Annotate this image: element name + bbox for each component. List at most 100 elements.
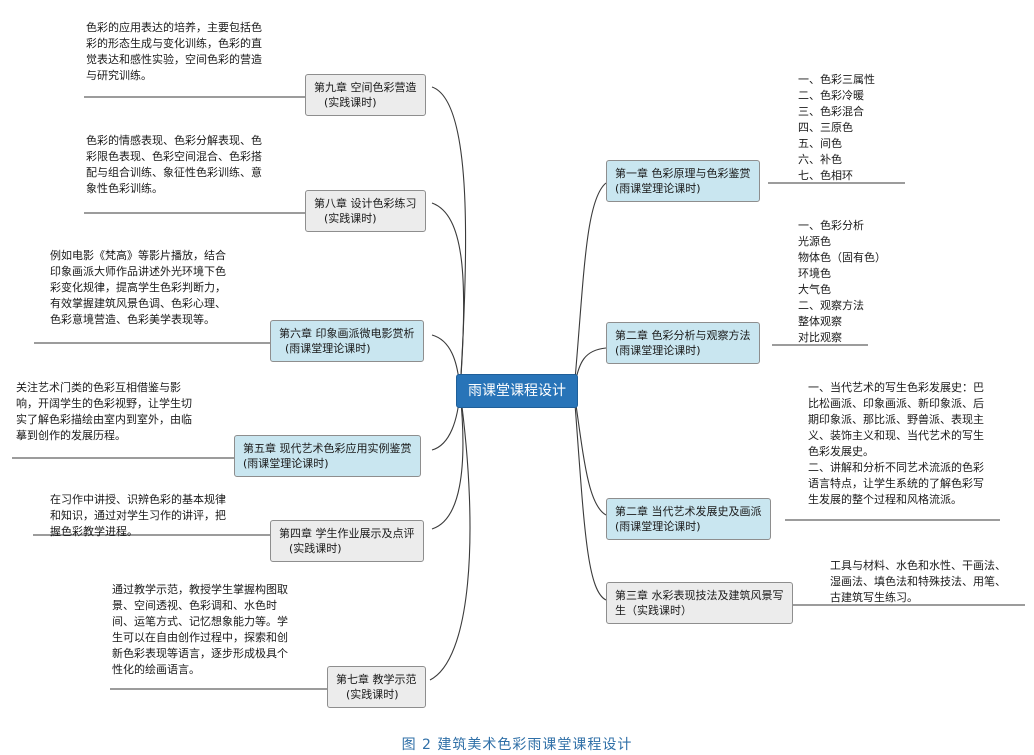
note-line: 七、色相环	[798, 169, 853, 182]
note-line: 彩的形态生成与变化训练，色彩的直	[86, 37, 262, 50]
note-line: 一、色彩分析	[798, 219, 864, 232]
note-line: 响，开阔学生的色彩视野，让学生切	[16, 397, 192, 410]
chapter-5-note: 关注艺术门类的色彩互相借鉴与影 响，开阔学生的色彩视野，让学生切 实了解色彩描绘…	[16, 380, 192, 444]
chapter-2b-note: 一、当代艺术的写生色彩发展史：巴 比松画派、印象画派、新印象派、后 期印象派、那…	[808, 380, 984, 508]
chapter-1-note: 一、色彩三属性 二、色彩冷暖 三、色彩混合 四、三原色 五、间色 六、补色 七、…	[798, 72, 875, 184]
note-line: 对比观察	[798, 331, 842, 344]
note-line: 大气色	[798, 283, 831, 296]
note-line: 色彩意境营造、色彩美学表现等。	[50, 313, 215, 326]
chapter-1-type: (雨课堂理论课时)	[615, 182, 701, 195]
note-line: 湿画法、填色法和特殊技法、用笔、	[830, 575, 1006, 588]
figure-caption: 图 2 建筑美术色彩雨课堂课程设计	[401, 737, 633, 753]
note-line: 象性色彩训练。	[86, 182, 163, 195]
link-ch2b	[573, 390, 607, 516]
chapter-6-note: 例如电影《梵高》等影片播放，结合 印象画派大师作品讲述外光环境下色 彩变化规律，…	[50, 248, 226, 328]
note-line: 色彩发展史。	[808, 445, 874, 458]
chapter-4-node[interactable]: 第四章 学生作业展示及点评 (实践课时)	[270, 520, 424, 562]
note-line: 色彩的应用表达的培养，主要包括色	[86, 21, 262, 34]
note-line: 彩变化规律，提高学生色彩判断力，	[50, 281, 226, 294]
link-ch7	[429, 390, 471, 681]
note-line: 二、色彩冷暖	[798, 89, 864, 102]
note-line: 觉表达和感性实验，空间色彩的营造	[86, 53, 262, 66]
note-line: 印象画派大师作品讲述外光环境下色	[50, 265, 226, 278]
chapter-1-title: 第一章 色彩原理与色彩鉴赏	[615, 167, 751, 180]
chapter-6-type: (雨课堂理论课时)	[285, 342, 371, 355]
note-line: 摹到创作的发展历程。	[16, 429, 126, 442]
note-line: 光源色	[798, 235, 831, 248]
note-line: 例如电影《梵高》等影片播放，结合	[50, 249, 226, 262]
chapter-9-note: 色彩的应用表达的培养，主要包括色 彩的形态生成与变化训练，色彩的直 觉表达和感性…	[86, 20, 262, 84]
chapter-2a-note: 一、色彩分析 光源色 物体色（固有色） 环境色 大气色 二、观察方法 整体观察 …	[798, 218, 886, 346]
chapter-7-type: (实践课时)	[346, 688, 399, 701]
note-line: 色彩的情感表现、色彩分解表现、色	[86, 134, 262, 147]
chapter-5-title: 第五章 现代艺术色彩应用实例鉴赏	[243, 442, 412, 455]
note-line: 间、运笔方式、记忆想象能力等。学	[112, 615, 288, 628]
chapter-4-type: (实践课时)	[289, 542, 342, 555]
chapter-9-title: 第九章 空间色彩营造	[314, 81, 417, 94]
note-line: 和知识，通过对学生习作的讲评，把	[50, 509, 226, 522]
chapter-1-node[interactable]: 第一章 色彩原理与色彩鉴赏 (雨课堂理论课时)	[606, 160, 760, 202]
chapter-8-title: 第八章 设计色彩练习	[314, 197, 417, 210]
note-line: 彩限色表现、色彩空间混合、色彩搭	[86, 150, 262, 163]
chapter-8-type: (实践课时)	[324, 212, 377, 225]
note-line: 一、色彩三属性	[798, 73, 875, 86]
note-line: 新色彩表现等语言，逐步形成极具个	[112, 647, 288, 660]
note-line: 环境色	[798, 267, 831, 280]
link-ch4	[431, 390, 464, 530]
note-line: 通过教学示范，教授学生掌握构图取	[112, 583, 288, 596]
chapter-4-note: 在习作中讲授、识辨色彩的基本规律 和知识，通过对学生习作的讲评，把 握色彩教学进…	[50, 492, 226, 540]
chapter-2a-node[interactable]: 第二章 色彩分析与观察方法 (雨课堂理论课时)	[606, 322, 760, 364]
chapter-2b-title: 第二章 当代艺术发展史及画派	[615, 505, 762, 518]
note-line: 工具与材料、水色和水性、干画法、	[830, 559, 1006, 572]
note-line: 配与组合训练、象征性色彩训练、意	[86, 166, 262, 179]
link-ch8	[431, 202, 465, 392]
link-ch1	[573, 182, 607, 392]
note-line: 古建筑写生练习。	[830, 591, 918, 604]
chapter-4-title: 第四章 学生作业展示及点评	[279, 527, 415, 540]
chapter-3-type: 生（实践课时）	[615, 604, 692, 617]
root-node[interactable]: 雨课堂课程设计	[456, 374, 578, 408]
chapter-2a-type: (雨课堂理论课时)	[615, 344, 701, 357]
note-line: 六、补色	[798, 153, 842, 166]
note-line: 实了解色彩描绘由室内到室外，由临	[16, 413, 192, 426]
note-line: 四、三原色	[798, 121, 853, 134]
note-line: 物体色（固有色）	[798, 251, 886, 264]
chapter-3-node[interactable]: 第三章 水彩表现技法及建筑风景写 生（实践课时）	[606, 582, 793, 624]
note-line: 二、观察方法	[798, 299, 864, 312]
chapter-2a-title: 第二章 色彩分析与观察方法	[615, 329, 751, 342]
note-line: 与研究训练。	[86, 69, 152, 82]
chapter-7-note: 通过教学示范，教授学生掌握构图取 景、空间透视、色彩调和、水色时 间、运笔方式、…	[112, 582, 288, 678]
note-line: 语言特点，让学生系统的了解色彩写	[808, 477, 984, 490]
chapter-8-node[interactable]: 第八章 设计色彩练习 (实践课时)	[305, 190, 426, 232]
chapter-6-node[interactable]: 第六章 印象画派微电影赏析 (雨课堂理论课时)	[270, 320, 424, 362]
note-line: 握色彩教学进程。	[50, 525, 138, 538]
chapter-5-node[interactable]: 第五章 现代艺术色彩应用实例鉴赏 (雨课堂理论课时)	[234, 435, 421, 477]
note-line: 义、装饰主义和现、当代艺术的写生	[808, 429, 984, 442]
note-line: 一、当代艺术的写生色彩发展史：巴	[808, 381, 984, 394]
note-line: 在习作中讲授、识辨色彩的基本规律	[50, 493, 226, 506]
note-line: 景、空间透视、色彩调和、水色时	[112, 599, 277, 612]
chapter-7-title: 第七章 教学示范	[336, 673, 417, 686]
note-line: 生可以在自由创作过程中，探索和创	[112, 631, 288, 644]
note-line: 关注艺术门类的色彩互相借鉴与影	[16, 381, 181, 394]
link-ch2a	[573, 347, 607, 392]
note-line: 二、讲解和分析不同艺术流派的色彩	[808, 461, 984, 474]
note-line: 三、色彩混合	[798, 105, 864, 118]
note-line: 整体观察	[798, 315, 842, 328]
note-line: 性化的绘画语言。	[112, 663, 200, 676]
link-ch9	[431, 86, 467, 392]
chapter-9-type: (实践课时)	[324, 96, 377, 109]
chapter-5-type: (雨课堂理论课时)	[243, 457, 329, 470]
link-ch3	[573, 390, 607, 601]
note-line: 生发展的整个过程和风格流派。	[808, 493, 962, 506]
chapter-2b-type: (雨课堂理论课时)	[615, 520, 701, 533]
chapter-8-note: 色彩的情感表现、色彩分解表现、色 彩限色表现、色彩空间混合、色彩搭 配与组合训练…	[86, 133, 262, 197]
note-line: 期印象派、那比派、野兽派、表现主	[808, 413, 984, 426]
chapter-7-node[interactable]: 第七章 教学示范 (实践课时)	[327, 666, 426, 708]
chapter-3-note: 工具与材料、水色和水性、干画法、 湿画法、填色法和特殊技法、用笔、 古建筑写生练…	[830, 558, 1006, 606]
chapter-2b-node[interactable]: 第二章 当代艺术发展史及画派 (雨课堂理论课时)	[606, 498, 771, 540]
note-line: 五、间色	[798, 137, 842, 150]
chapter-6-title: 第六章 印象画派微电影赏析	[279, 327, 415, 340]
chapter-9-node[interactable]: 第九章 空间色彩营造 (实践课时)	[305, 74, 426, 116]
